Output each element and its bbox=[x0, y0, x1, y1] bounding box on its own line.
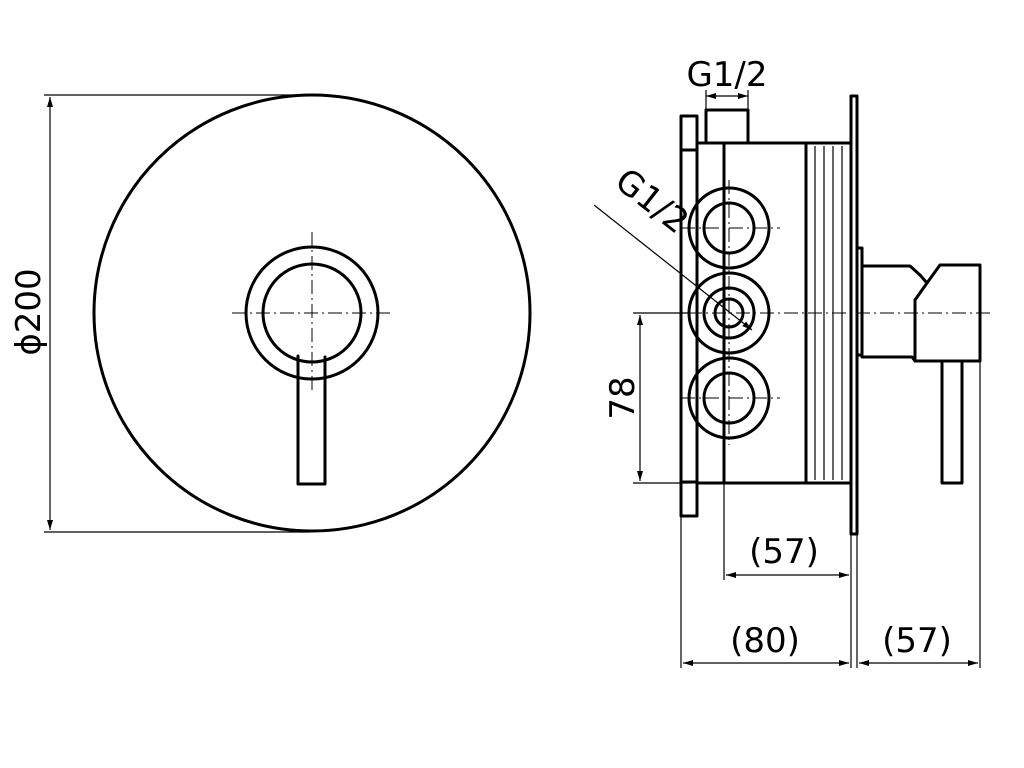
diameter-label: ϕ200 bbox=[9, 268, 49, 355]
cover-plate-outline bbox=[92, 93, 532, 533]
total-depth-label: (80) bbox=[730, 621, 800, 661]
thread-side-leader bbox=[593, 204, 753, 331]
handle-depth-label: (57) bbox=[882, 621, 952, 661]
top-connector bbox=[704, 108, 750, 145]
side-handle-stem bbox=[855, 246, 864, 357]
wall-plate bbox=[849, 94, 859, 536]
box-depth-label: (57) bbox=[749, 532, 819, 572]
front-view: ϕ200 bbox=[9, 93, 532, 533]
thread-top-label: G1/2 bbox=[686, 55, 767, 95]
side-lever bbox=[940, 359, 964, 485]
side-handle-shoulder bbox=[913, 281, 929, 302]
thread-side-label: G1/2 bbox=[608, 161, 697, 242]
spacing-label: 78 bbox=[603, 376, 643, 419]
handle-lever bbox=[296, 354, 327, 486]
side-view: G1/2 G1/2 78 (57) (80) (57) bbox=[593, 55, 990, 668]
